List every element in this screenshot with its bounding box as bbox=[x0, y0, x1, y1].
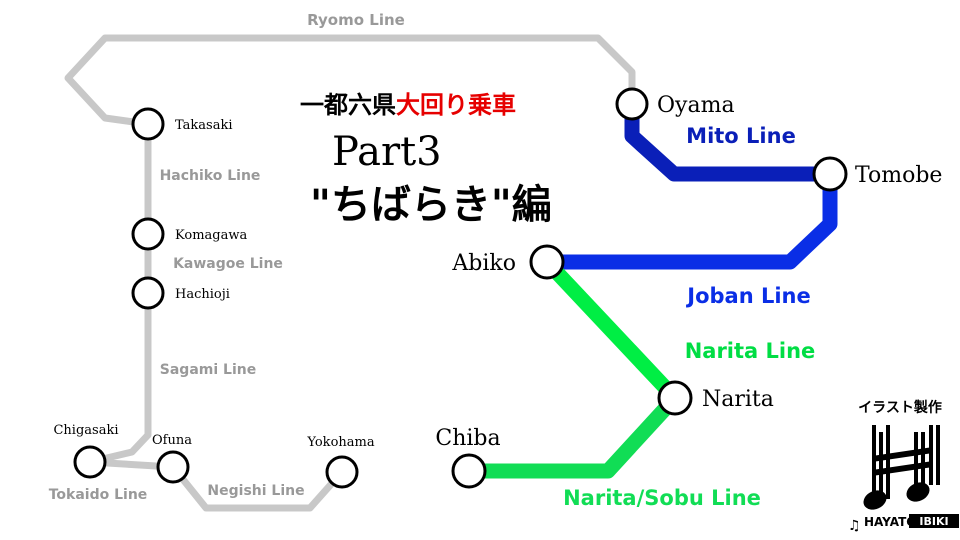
station-chiba-label: Chiba bbox=[435, 426, 500, 451]
sagami-line-path bbox=[86, 289, 152, 466]
station-takasaki-marker bbox=[131, 107, 165, 141]
kawagoe-line-label: Kawagoe Line bbox=[173, 256, 283, 272]
station-yokohama-label: Yokohama bbox=[306, 435, 374, 450]
page-title: 一都六県大回り乗車 bbox=[300, 91, 516, 119]
station-abiko-label: Abiko bbox=[451, 251, 516, 276]
tokaido-line-label: Tokaido Line bbox=[49, 487, 148, 503]
station-narita-marker bbox=[657, 380, 693, 416]
svg-text:♫: ♫ bbox=[848, 518, 861, 534]
station-ofuna-marker bbox=[156, 450, 190, 484]
station-takasaki-label: Takasaki bbox=[175, 118, 233, 133]
ryomo-line-path bbox=[64, 34, 636, 128]
title-part: Part3 bbox=[332, 129, 442, 175]
credit-logo-suffix-box bbox=[909, 514, 959, 528]
narita-line-path bbox=[539, 254, 683, 406]
sagami-line-label: Sagami Line bbox=[160, 362, 256, 378]
station-ofuna-label: Ofuna bbox=[152, 433, 192, 448]
narita-sobu-line-path bbox=[461, 390, 683, 479]
title-prefix: 一都六県 bbox=[300, 91, 396, 119]
station-narita-label: Narita bbox=[702, 387, 774, 412]
station-tomobe-label: Tomobe bbox=[855, 163, 942, 188]
station-abiko-marker bbox=[529, 244, 565, 280]
station-tomobe-marker bbox=[812, 156, 848, 192]
station-yokohama-marker bbox=[325, 455, 359, 489]
station-komagawa-label: Komagawa bbox=[175, 228, 247, 243]
ryomo-line-label: Ryomo Line bbox=[307, 11, 405, 29]
narita-line-label: Narita Line bbox=[685, 339, 816, 363]
station-hachioji-marker bbox=[131, 276, 165, 310]
narita-sobu-line-label: Narita/Sobu Line bbox=[563, 486, 761, 510]
station-chigasaki-label: Chigasaki bbox=[53, 423, 118, 438]
negishi-line-label: Negishi Line bbox=[207, 483, 304, 499]
title-subtitle: "ちばらき"編 bbox=[310, 182, 552, 228]
station-chiba-marker bbox=[451, 453, 487, 489]
station-oyama-label: Oyama bbox=[657, 93, 735, 118]
music-notes-icon: ♫ bbox=[848, 425, 940, 534]
joban-line-label: Joban Line bbox=[685, 284, 810, 308]
negishi-line-path bbox=[169, 463, 346, 512]
joban-line-path bbox=[539, 166, 838, 270]
stations bbox=[73, 87, 848, 489]
station-oyama-marker bbox=[615, 87, 649, 121]
credit-logo-text: HAYATO bbox=[864, 515, 916, 529]
title-highlight: 大回り乗車 bbox=[396, 91, 516, 119]
station-hachioji-label: Hachioji bbox=[175, 287, 230, 302]
station-chigasaki-marker bbox=[73, 445, 107, 479]
credit-label: イラスト製作 bbox=[858, 399, 942, 416]
station-komagawa-marker bbox=[131, 217, 165, 251]
credit-logo-suffix: IBIKI bbox=[919, 515, 948, 528]
mito-line-label: Mito Line bbox=[686, 124, 796, 148]
hachiko-line-label: Hachiko Line bbox=[160, 168, 261, 184]
